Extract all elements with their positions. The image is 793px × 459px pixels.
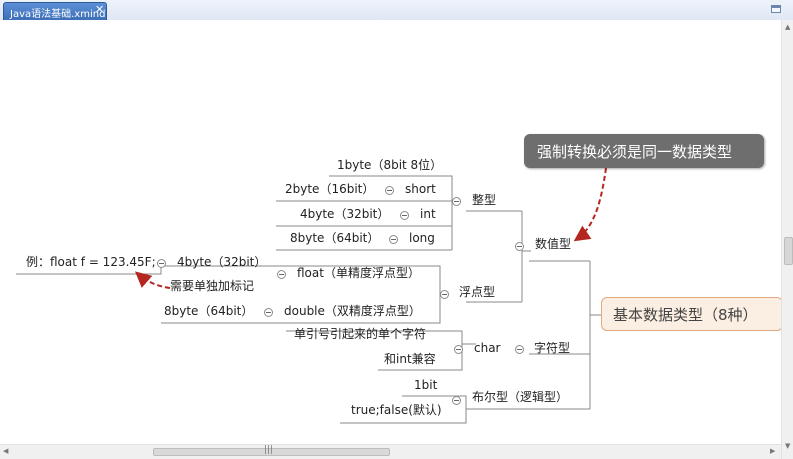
integer-byte-1[interactable]: 1byte（8bit 8位）: [337, 158, 443, 172]
grip-icon: |||: [264, 445, 274, 455]
horizontal-scroll-thumb[interactable]: |||: [153, 445, 390, 456]
type-long[interactable]: long: [409, 231, 435, 245]
collapse-icon[interactable]: [452, 396, 461, 405]
connector-float-size: [16, 266, 162, 275]
close-icon[interactable]: ✕: [95, 3, 105, 16]
maximize-icon[interactable]: [771, 5, 781, 13]
collapse-icon[interactable]: [389, 235, 398, 244]
boolean-values[interactable]: true;false(默认): [351, 403, 442, 417]
float-size[interactable]: 4byte（32bit）: [177, 255, 267, 269]
topic-numeric[interactable]: 数值型: [535, 237, 572, 251]
collapse-icon[interactable]: [452, 197, 461, 206]
mindmap-canvas[interactable]: [0, 20, 781, 444]
collapse-icon[interactable]: [277, 270, 286, 279]
callout-topic[interactable]: 强制转换必须是同一数据类型: [524, 134, 764, 168]
collapse-icon[interactable]: [454, 345, 463, 354]
vertical-scrollbar[interactable]: ▲ ▼: [781, 20, 793, 459]
integer-byte-2[interactable]: 2byte（16bit）: [285, 182, 375, 196]
connector-char: [286, 330, 476, 371]
char-desc-single[interactable]: 单引号引起来的单个字符: [294, 327, 427, 341]
vertical-scroll-thumb[interactable]: [784, 237, 793, 265]
float-example[interactable]: 例：float f = 123.45F;: [26, 255, 156, 269]
note-arrow: [134, 271, 171, 289]
callout-arrow: [573, 167, 607, 242]
type-char[interactable]: char: [474, 341, 501, 355]
collapse-icon[interactable]: [515, 242, 524, 251]
scroll-down-icon[interactable]: ▼: [785, 442, 791, 450]
type-short[interactable]: short: [405, 182, 436, 196]
type-double[interactable]: double（双精度浮点型）: [284, 304, 421, 318]
scroll-right-icon[interactable]: ▶: [770, 447, 776, 455]
scroll-up-icon[interactable]: ▲: [785, 23, 791, 31]
connector-numeric: [466, 210, 531, 303]
type-float[interactable]: float（单精度浮点型）: [297, 266, 420, 280]
file-tab[interactable]: Java语法基础.xmind ✕: [3, 2, 107, 20]
char-desc-int[interactable]: 和int兼容: [384, 352, 436, 366]
collapse-icon[interactable]: [440, 290, 449, 299]
collapse-icon[interactable]: [515, 345, 524, 354]
connector-central: [466, 260, 601, 410]
connector-integer: [276, 175, 453, 251]
double-size[interactable]: 8byte（64bit）: [164, 304, 254, 318]
horizontal-scrollbar[interactable]: ◀ ||| ▶: [0, 444, 781, 459]
scroll-left-icon[interactable]: ◀: [3, 447, 9, 455]
collapse-icon[interactable]: [264, 308, 273, 317]
connector-boolean: [340, 395, 467, 424]
topic-boolean[interactable]: 布尔型（逻辑型）: [472, 390, 569, 404]
file-tab-title: Java语法基础.xmind: [10, 9, 106, 20]
boolean-size[interactable]: 1bit: [414, 378, 438, 392]
float-note[interactable]: 需要单独加标记: [170, 279, 255, 293]
central-topic[interactable]: 基本数据类型（8种）: [601, 297, 783, 331]
collapse-icon[interactable]: [385, 186, 394, 195]
integer-byte-8[interactable]: 8byte（64bit）: [290, 231, 380, 245]
topic-integer[interactable]: 整型: [472, 193, 497, 207]
topic-float-type[interactable]: 浮点型: [459, 285, 496, 299]
topic-char-type[interactable]: 字符型: [534, 341, 571, 355]
type-int[interactable]: int: [420, 207, 436, 221]
collapse-icon[interactable]: [157, 259, 166, 268]
collapse-icon[interactable]: [400, 211, 409, 220]
integer-byte-4[interactable]: 4byte（32bit）: [300, 207, 390, 221]
